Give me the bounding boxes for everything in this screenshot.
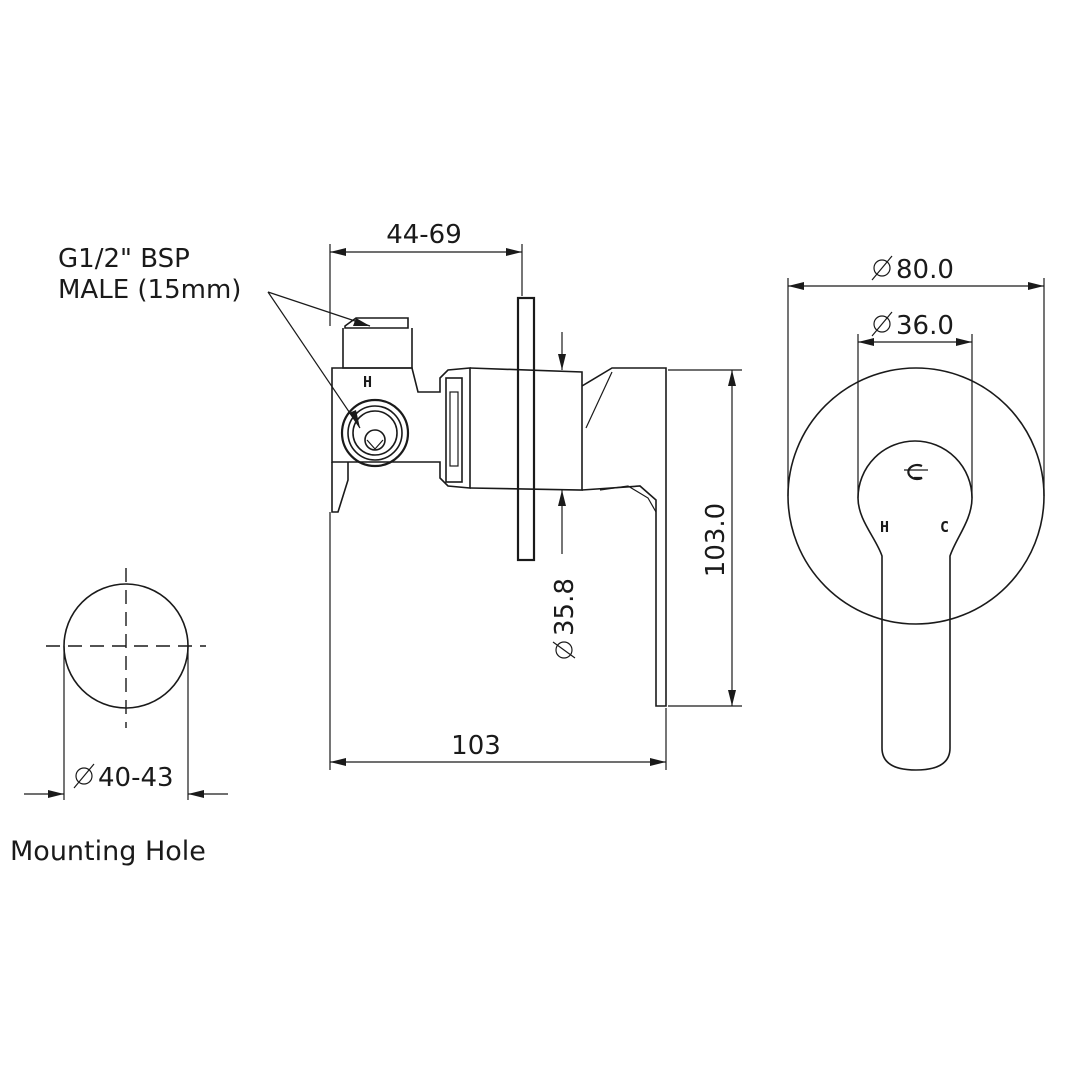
dimension-hub-diameter: 36.0: [857, 311, 973, 498]
dim-arrow-left: [330, 248, 346, 256]
dimension-body-diameter: 35.8: [550, 332, 580, 659]
dimension-outer-diameter: 80.0: [787, 255, 1045, 496]
dim-label-wall-depth: 44-69: [386, 220, 462, 250]
thread-note: G1/2" BSP MALE (15mm): [58, 244, 371, 429]
inlet-thread: [342, 328, 413, 369]
side-inlet-outer: [340, 398, 410, 468]
inlet-cap: [344, 317, 409, 329]
dim-label-outer-diameter: 80.0: [896, 255, 954, 285]
leader-arrow-top: [353, 318, 370, 326]
shroud-cylinder: [469, 367, 583, 491]
diameter-symbol-slash: [73, 763, 95, 789]
front-cold-mark: C: [940, 518, 949, 536]
cartridge-housing: [445, 377, 463, 483]
dimension-height: 103.0: [668, 369, 742, 707]
wall-plate: [516, 296, 536, 562]
dim-arrow-upper: [558, 354, 566, 370]
lever-curve-line: [599, 485, 657, 513]
inlet-valve-symbol: [366, 439, 384, 450]
mounting-lug: [331, 462, 349, 513]
lever-profile: [581, 367, 667, 707]
dim-arrow-right: [956, 338, 972, 346]
dim-arrow-top: [728, 370, 736, 386]
brand-logo-icon: [904, 463, 928, 481]
logo-mark: [907, 463, 923, 481]
dim-arrow-left: [788, 282, 804, 290]
dim-arrow-left: [48, 790, 64, 798]
dim-arrow-left: [330, 758, 346, 766]
front-view: H C: [787, 367, 1045, 771]
dim-arrow-left: [858, 338, 874, 346]
diameter-symbol-slash: [871, 255, 893, 281]
dim-arrow-lower: [558, 490, 566, 506]
dim-label-hub-diameter: 36.0: [896, 311, 954, 341]
dimension-wall-depth: 44-69: [329, 220, 523, 326]
thread-note-line1: G1/2" BSP: [58, 244, 190, 274]
leader-line-bottom: [267, 291, 361, 429]
dim-arrow-right: [1028, 282, 1044, 290]
dimension-width: 103: [329, 512, 667, 770]
cartridge-window: [449, 391, 459, 467]
lever-front-outline: [857, 440, 973, 771]
leader-arrow-bottom: [349, 410, 360, 428]
cover-plate-circle: [787, 367, 1045, 625]
diameter-symbol-icon: [873, 259, 891, 277]
front-hot-mark: H: [880, 518, 889, 536]
dim-arrow-right: [506, 248, 522, 256]
diameter-symbol-slash: [871, 311, 893, 337]
dim-label-width: 103: [451, 731, 501, 761]
dim-arrow-bottom: [728, 690, 736, 706]
diameter-symbol-icon: [555, 641, 573, 659]
diameter-symbol-icon: [75, 767, 93, 785]
body-hot-mark: H: [363, 373, 372, 391]
dim-arrow-right: [650, 758, 666, 766]
diameter-symbol-icon: [873, 315, 891, 333]
dim-label-height: 103.0: [701, 503, 731, 577]
leader-line-top: [267, 291, 371, 327]
dim-label-body-group: 35.8: [550, 578, 580, 659]
mounting-hole-view: 40-43 Mounting Hole: [10, 568, 228, 867]
diameter-symbol-slash: [552, 641, 576, 659]
side-inlet-core: [364, 429, 386, 451]
mounting-hole-caption: Mounting Hole: [10, 836, 206, 867]
side-view: H: [331, 296, 667, 707]
side-inlet-mid: [347, 405, 403, 461]
lever-bevel-line: [585, 371, 613, 429]
valve-body: [331, 367, 471, 489]
thread-note-line2: MALE (15mm): [58, 275, 241, 305]
dim-label-body-diameter: 35.8: [550, 578, 580, 636]
side-inlet-inner: [352, 410, 398, 456]
dim-arrow-right: [188, 790, 204, 798]
dim-label-hole-diameter: 40-43: [98, 763, 174, 793]
